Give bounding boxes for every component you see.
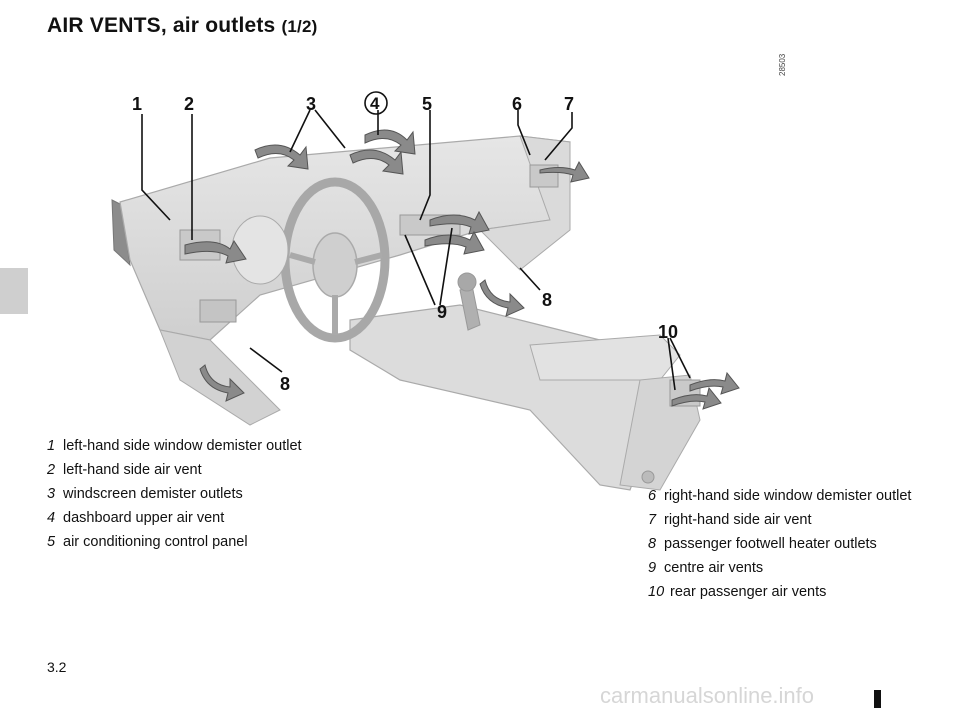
- legend-text: left-hand side air vent: [63, 462, 202, 478]
- arrow-icon: [671, 386, 722, 410]
- callout-2: 2: [184, 94, 194, 114]
- legend-number: 5: [47, 534, 56, 550]
- corner-mark: [874, 690, 881, 708]
- callout-10: 10: [658, 322, 678, 342]
- legend-text: rear passenger air vents: [670, 584, 827, 600]
- callout-7: 7: [564, 94, 574, 114]
- arrow-icon: [184, 240, 247, 264]
- legend-item: 3 windscreen demister outlets: [47, 486, 312, 503]
- legend-number: 8: [648, 536, 657, 552]
- arrow-icon: [254, 144, 309, 170]
- arrow-icon: [689, 371, 740, 395]
- legend-number: 7: [648, 512, 657, 528]
- callout-4-circle: [364, 91, 388, 115]
- legend-number: 3: [47, 486, 56, 502]
- legend-item: 1 left-hand side window demister outlet: [47, 438, 312, 455]
- arrow-icon: [429, 210, 490, 235]
- title-page-indicator: (1/2): [281, 17, 318, 36]
- legend-number: 2: [47, 462, 56, 478]
- legend-number: 6: [648, 488, 657, 504]
- page-title: AIR VENTS, air outlets (1/2): [47, 14, 317, 38]
- arrow-icon: [424, 230, 485, 255]
- dashboard-drawing: [111, 135, 701, 491]
- legend-item: 7 right-hand side air vent: [648, 512, 913, 529]
- legend-text: right-hand side air vent: [664, 512, 812, 528]
- section-tab: [0, 268, 28, 314]
- legend-item: 5 air conditioning control panel: [47, 534, 312, 551]
- page-number: 3.2: [47, 659, 67, 675]
- legend-number: 1: [47, 438, 56, 454]
- legend-item: 2 left-hand side air vent: [47, 462, 312, 479]
- legend-number: 4: [47, 510, 56, 526]
- legend-item: 8 passenger footwell heater outlets: [648, 536, 913, 553]
- legend-number: 10: [648, 584, 665, 600]
- legend-item: 10 rear passenger air vents: [648, 584, 913, 601]
- legend-item: 9 centre air vents: [648, 560, 913, 577]
- legend-text: windscreen demister outlets: [63, 486, 243, 502]
- title-text: AIR VENTS, air outlets: [47, 14, 276, 37]
- callout-labels: 1 2 3 4 5 6 7 8 9 8 10: [132, 91, 678, 394]
- legend-item: 6 right-hand side window demister outlet: [648, 488, 913, 505]
- legend-left: 1 left-hand side window demister outlet …: [47, 438, 312, 558]
- airflow-arrows: [184, 129, 740, 410]
- callout-8-right: 8: [542, 290, 552, 310]
- legend-text: right-hand side window demister outlet: [664, 488, 912, 504]
- callout-6: 6: [512, 94, 522, 114]
- legend-text: centre air vents: [664, 560, 764, 576]
- arrow-icon: [539, 160, 590, 183]
- arrow-icon: [479, 279, 525, 317]
- callout-1: 1: [132, 94, 142, 114]
- legend-text: dashboard upper air vent: [63, 510, 225, 526]
- arrow-icon: [199, 364, 245, 402]
- legend-number: 9: [648, 560, 657, 576]
- legend-text: air conditioning control panel: [63, 534, 248, 550]
- callout-9: 9: [437, 302, 447, 322]
- callout-3: 3: [306, 94, 316, 114]
- image-reference-code: 28503: [778, 53, 787, 76]
- legend-right: 6 right-hand side window demister outlet…: [648, 488, 913, 608]
- watermark: carmanualsonline.info: [600, 683, 815, 708]
- dashboard-illustration: 1 2 3 4 5 6 7 8 9 8 10: [111, 91, 740, 491]
- arrow-icon: [364, 129, 416, 155]
- callout-5: 5: [422, 94, 432, 114]
- legend-text: left-hand side window demister outlet: [63, 438, 302, 454]
- legend-text: passenger footwell heater outlets: [664, 536, 877, 552]
- arrow-icon: [349, 149, 404, 175]
- callout-4: 4: [370, 94, 380, 113]
- legend-item: 4 dashboard upper air vent: [47, 510, 312, 527]
- callout-8-left: 8: [280, 374, 290, 394]
- leader-lines: [141, 109, 691, 391]
